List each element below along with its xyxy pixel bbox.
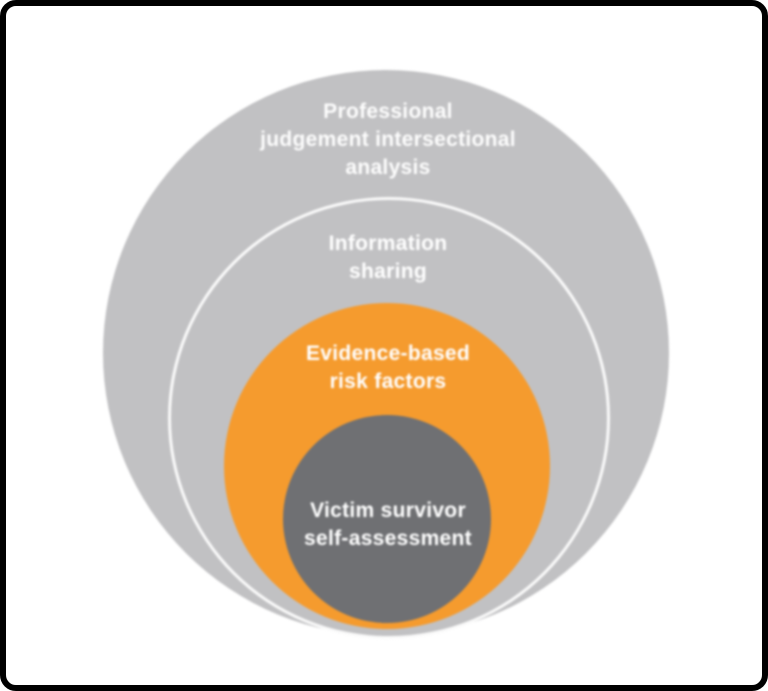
label-victim-survivor-self-assessment: Victim survivor self-assessment (304, 499, 472, 550)
label-information-sharing: Information sharing (328, 232, 448, 283)
label-evidence-based-risk-factors: Evidence-based risk factors (305, 342, 471, 393)
nested-circles-diagram: Professional judgement intersectional an… (6, 6, 762, 685)
label-professional-judgement: Professional judgement intersectional an… (260, 100, 516, 179)
circle-victim-survivor-self-assessment (283, 415, 491, 623)
